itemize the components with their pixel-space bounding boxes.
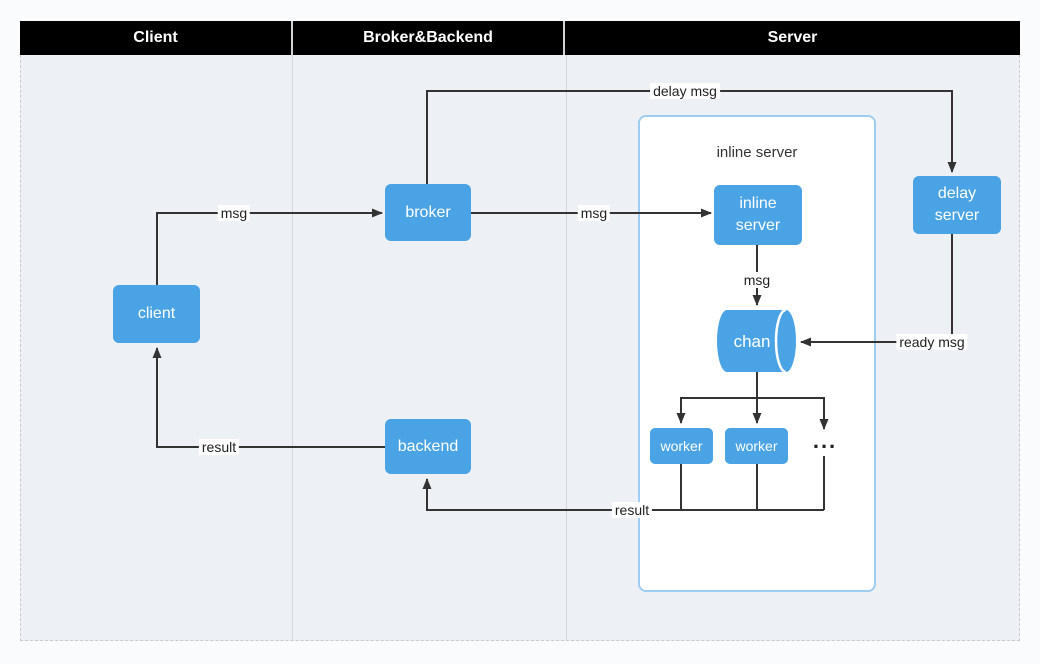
backend-node[interactable]: backend bbox=[385, 419, 471, 474]
chan-cylinder-node[interactable]: chan bbox=[710, 302, 806, 380]
edge-label-msg-inline-chan: msg bbox=[740, 272, 774, 288]
more-workers-ellipsis: ... bbox=[812, 428, 838, 453]
lane-divider-1 bbox=[292, 55, 293, 640]
edge-label-ready-msg: ready msg bbox=[896, 334, 968, 350]
lane-divider-2 bbox=[566, 55, 567, 640]
inline-server-container-label: inline server bbox=[716, 144, 798, 161]
edge-label-result-workers: result bbox=[611, 502, 653, 518]
delay-server-node[interactable]: delay server bbox=[913, 176, 1001, 234]
edge-label-result-backend: result bbox=[198, 439, 240, 455]
broker-node[interactable]: broker bbox=[385, 184, 471, 241]
lane-header-server: Server bbox=[563, 21, 1020, 55]
inline-server-node[interactable]: inline server bbox=[714, 185, 802, 245]
worker-node-2[interactable]: worker bbox=[725, 428, 788, 464]
swimlane-header: Client Broker&Backend Server bbox=[20, 21, 1020, 55]
chan-node-label: chan bbox=[734, 332, 771, 351]
worker-node-1[interactable]: worker bbox=[650, 428, 713, 464]
edge-label-msg-broker-inline: msg bbox=[577, 205, 611, 221]
lane-header-broker-backend: Broker&Backend bbox=[291, 21, 563, 55]
client-node[interactable]: client bbox=[113, 285, 200, 343]
chan-cylinder-cap-arc bbox=[774, 308, 787, 374]
lane-header-client: Client bbox=[20, 21, 291, 55]
edge-label-delay-msg: delay msg bbox=[650, 83, 720, 99]
edge-label-msg-client-broker: msg bbox=[217, 205, 251, 221]
